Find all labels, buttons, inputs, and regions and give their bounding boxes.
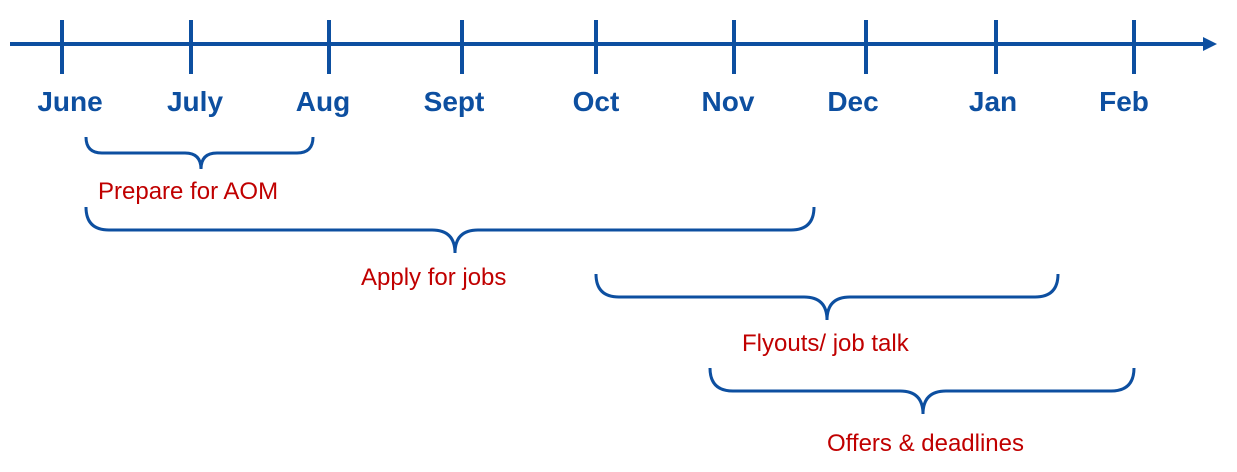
month-label-aug: Aug — [295, 86, 351, 117]
month-label-jan: Jan — [968, 86, 1018, 117]
month-label-july: July — [166, 86, 224, 117]
timeline-arrowhead — [1203, 37, 1217, 51]
month-label-nov: Nov — [701, 86, 755, 117]
month-label-sept: Sept — [423, 86, 485, 117]
phase-label-flyouts-job-talk: Flyouts/ job talk — [742, 330, 909, 357]
month-label-dec: Dec — [827, 86, 879, 117]
phase-label-offers-deadlines: Offers & deadlines — [827, 430, 1025, 457]
phase-label-apply-for-jobs: Apply for jobs — [361, 264, 507, 291]
brace-prepare-for-aom — [84, 136, 315, 170]
month-label-feb: Feb — [1099, 86, 1149, 117]
brace-apply-for-jobs — [84, 206, 816, 254]
brace-flyouts-job-talk — [594, 273, 1060, 321]
brace-offers-deadlines — [708, 367, 1136, 415]
month-label-oct: Oct — [572, 86, 620, 117]
month-label-june: June — [37, 86, 103, 117]
phase-label-prepare-for-aom: Prepare for AOM — [98, 178, 279, 205]
